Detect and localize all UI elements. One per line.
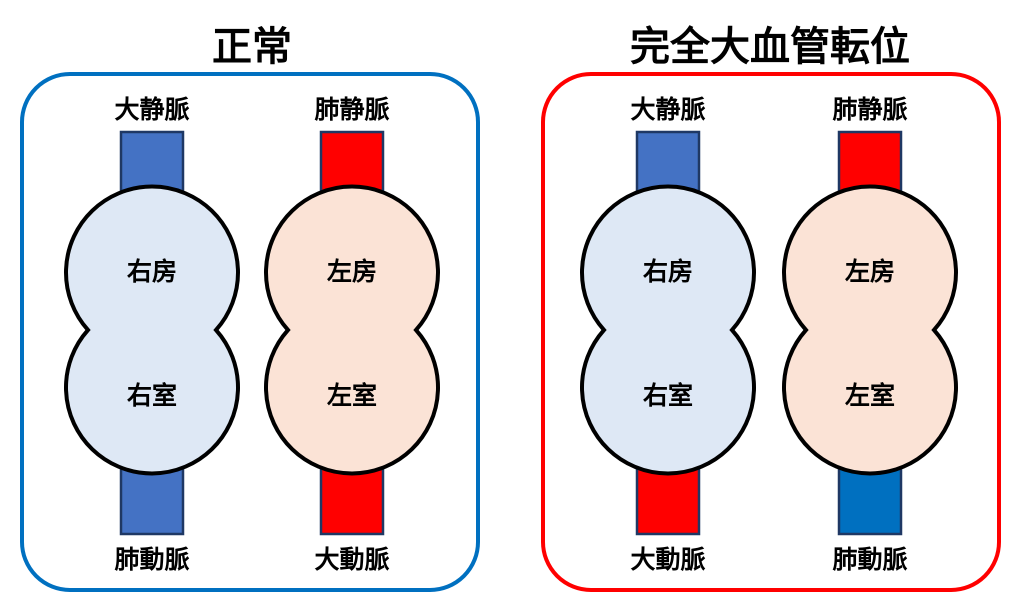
left-heart: 肺静脈 左房 左室 肺動脈	[782, 95, 958, 574]
heart-chambers-outline	[64, 184, 240, 476]
panel-title: 正常	[212, 24, 292, 70]
atrium-label: 右房	[643, 257, 693, 286]
panel-title: 完全大血管転位	[630, 24, 910, 70]
atrium-label: 左房	[845, 257, 895, 286]
inflow-label: 肺静脈	[832, 95, 907, 124]
heart-chambers-outline	[782, 184, 958, 476]
outflow-label: 大動脈	[630, 545, 705, 574]
right-heart: 大静脈 右房 右室 大動脈	[580, 95, 756, 574]
panel-frame	[541, 72, 1001, 592]
left-heart: 肺静脈 左房 左室 大動脈	[264, 95, 440, 574]
ventricle-label: 左室	[327, 381, 377, 410]
outflow-label: 肺動脈	[832, 545, 907, 574]
panel-normal: 正常 大静脈 右房 右室 肺動脈 肺静脈 左房 左室 大動脈	[20, 24, 480, 592]
inflow-vessel	[837, 130, 903, 196]
ventricle-label: 右室	[127, 381, 177, 410]
heart-chambers-outline	[264, 184, 440, 476]
ventricle-label: 左室	[845, 381, 895, 410]
ventricle-label: 右室	[643, 381, 693, 410]
atrium-label: 右房	[127, 257, 177, 286]
inflow-label: 肺静脈	[314, 95, 389, 124]
panel-frame	[20, 72, 480, 592]
panel-tga: 完全大血管転位 大静脈 右房 右室 大動脈 肺静脈 左房 左室 肺動脈	[541, 24, 1001, 592]
outflow-label: 肺動脈	[114, 545, 189, 574]
inflow-label: 大静脈	[630, 95, 705, 124]
outflow-label: 大動脈	[314, 545, 389, 574]
atrium-label: 左房	[327, 257, 377, 286]
heart-chambers-outline	[580, 184, 756, 476]
right-heart: 大静脈 右房 右室 肺動脈	[64, 95, 240, 574]
inflow-vessel	[319, 130, 385, 196]
inflow-label: 大静脈	[114, 95, 189, 124]
